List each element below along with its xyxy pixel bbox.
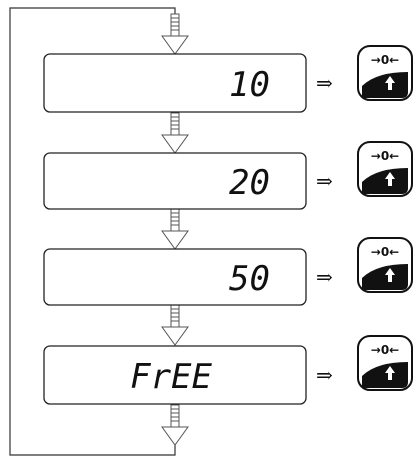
implies-arrow: ⇒: [316, 169, 333, 193]
loop-back-line: [9, 7, 176, 456]
down-arrow-icon: [161, 404, 189, 446]
display-value: 20: [229, 163, 270, 203]
step-20: 20 ⇒ →0←: [43, 141, 413, 210]
display-value: FrEE: [130, 357, 212, 397]
display-value: 10: [229, 65, 270, 105]
down-arrow-icon: [161, 112, 189, 154]
zero-key-label: →0←: [371, 149, 399, 163]
implies-arrow: ⇒: [316, 363, 333, 387]
zero-key-label: →0←: [371, 245, 399, 259]
display-box: [43, 53, 307, 113]
step-10: 10 ⇒ →0←: [43, 45, 413, 113]
implies-arrow: ⇒: [316, 71, 333, 95]
zero-key-label: →0←: [371, 53, 399, 67]
step-50: 50 ⇒ →0←: [43, 237, 413, 306]
down-arrow-icon: [161, 208, 189, 250]
display-value: 50: [229, 259, 270, 299]
zero-key-icon[interactable]: →0←: [357, 237, 413, 293]
zero-key-icon[interactable]: →0←: [357, 45, 413, 101]
down-arrow-icon: [161, 304, 189, 346]
display-box: [43, 152, 307, 210]
down-arrow-icon: [161, 13, 189, 55]
display-box: [43, 248, 307, 306]
zero-key-icon[interactable]: →0←: [357, 141, 413, 197]
zero-key-label: →0←: [371, 343, 399, 357]
display-box: [43, 345, 307, 405]
step-free: FrEE ⇒ →0←: [43, 335, 413, 405]
zero-key-icon[interactable]: →0←: [357, 335, 413, 391]
implies-arrow: ⇒: [316, 265, 333, 289]
